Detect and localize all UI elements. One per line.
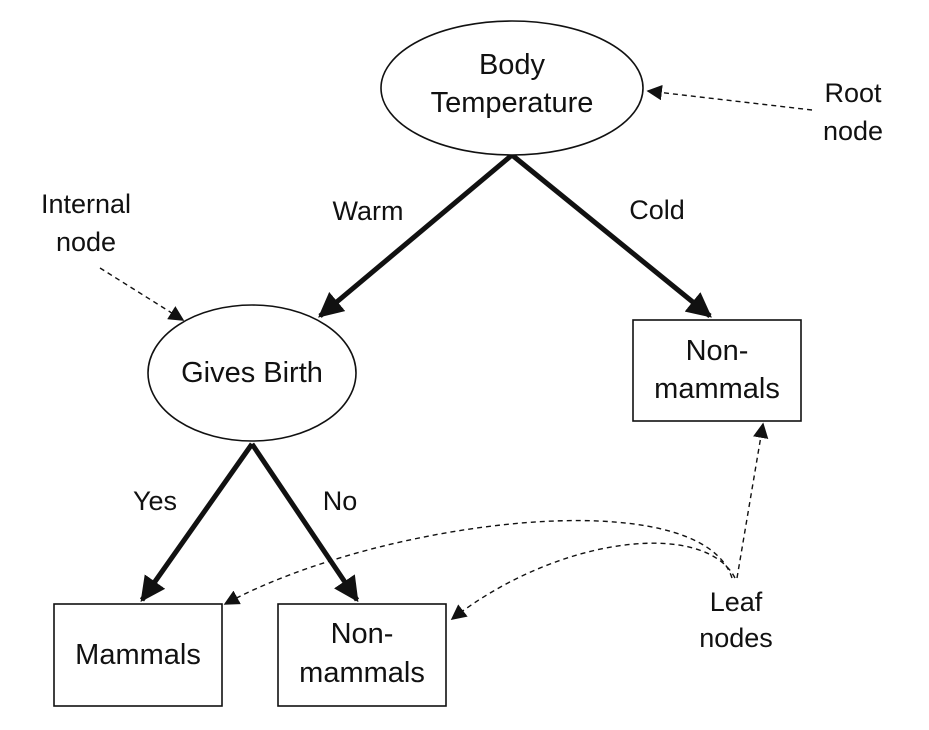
annotation-leaf-nodes-line2: nodes	[699, 623, 773, 653]
edge-label-yes: Yes	[133, 486, 177, 516]
leaf-node-mammals: Mammals	[53, 603, 223, 707]
annotation-root-node-line2: node	[823, 116, 883, 146]
edge-yes-arrow	[139, 442, 255, 603]
annotation-internal-arrow	[99, 267, 185, 321]
leaf-label-non-mammals-cold-line2: mammals	[654, 373, 780, 405]
edge-no-arrow	[249, 442, 360, 603]
annotation-root-arrow	[646, 84, 813, 111]
edge-warm-arrow	[318, 153, 514, 318]
annotation-leaf-arrow-non-mammals	[450, 542, 736, 620]
leaf-node-non-mammals-no: Non- mammals	[277, 603, 447, 707]
leaf-label-non-mammals-no-line2: mammals	[299, 657, 425, 689]
leaf-label-non-mammals-no-line1: Non-	[331, 618, 394, 650]
edge-label-no: No	[323, 486, 358, 516]
leaf-label-non-mammals-cold-line1: Non-	[686, 335, 749, 367]
leaf-box-non-mammals-cold	[632, 319, 802, 422]
edge-label-cold: Cold	[629, 195, 685, 225]
leaf-node-non-mammals-cold: Non- mammals	[632, 319, 802, 422]
root-node-ellipse	[380, 20, 644, 156]
root-node: Body Temperature	[380, 20, 644, 156]
internal-node-label: Gives Birth	[181, 357, 323, 389]
annotation-internal-node-line2: node	[56, 227, 116, 257]
internal-node: Gives Birth	[147, 304, 357, 442]
edge-label-warm: Warm	[333, 196, 404, 226]
root-node-label-line2: Temperature	[431, 87, 594, 119]
annotation-leaf-arrow-mammals	[223, 519, 733, 605]
root-node-label-line1: Body	[479, 49, 546, 81]
annotation-leaf-arrow-cold	[736, 422, 769, 579]
annotation-internal-node-line1: Internal	[41, 189, 131, 219]
leaf-box-mammals	[53, 603, 223, 707]
edge-cold-arrow	[510, 153, 712, 318]
leaf-box-non-mammals-no	[277, 603, 447, 707]
annotation-root-node-line1: Root	[824, 78, 882, 108]
internal-node-ellipse	[147, 304, 357, 442]
leaf-label-mammals: Mammals	[75, 639, 201, 671]
annotation-leaf-nodes-line1: Leaf	[710, 587, 763, 617]
